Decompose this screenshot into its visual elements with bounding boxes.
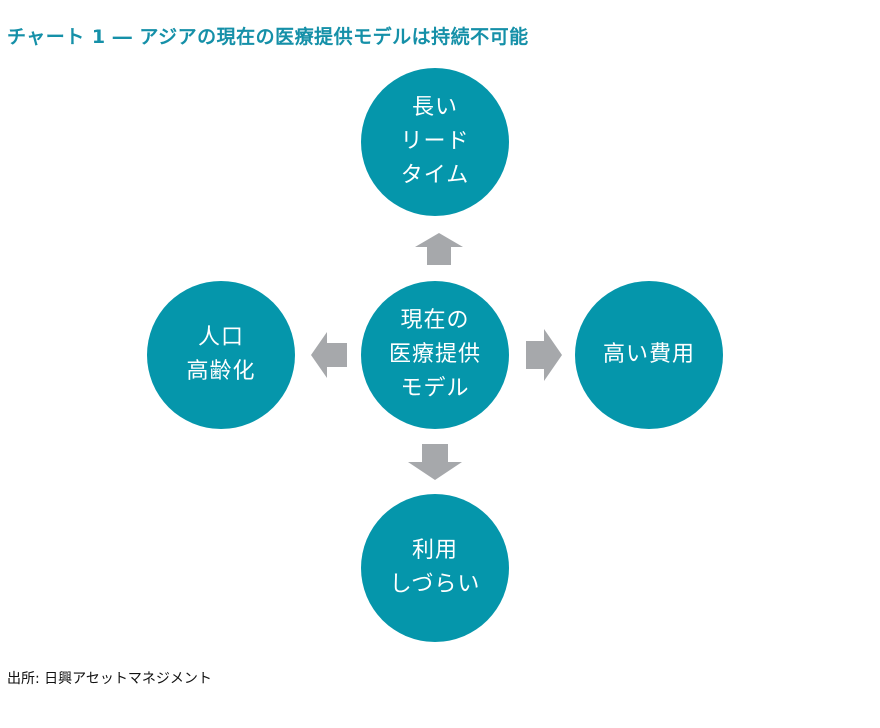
node-label-line: リード: [400, 129, 470, 154]
node-long-lead-time: 長い リード タイム: [361, 68, 509, 216]
node-high-cost: 高い費用: [575, 281, 723, 429]
node-label-line: 高齢化: [186, 359, 256, 384]
arrow-up-icon: [415, 233, 463, 265]
node-label-line: モデル: [400, 376, 470, 401]
source-note: 出所: 日興アセットマネジメント: [7, 671, 212, 687]
node-label-line: タイム: [400, 163, 470, 188]
node-label-line: 高い費用: [602, 342, 695, 367]
arrow-left-icon: [311, 332, 347, 378]
node-label-line: 人口: [197, 325, 244, 350]
node-aging-population: 人口 高齢化: [147, 281, 295, 429]
chart-title: チャート 1 ― アジアの現在の医療提供モデルは持続不可能: [7, 26, 529, 48]
arrow-down-icon: [408, 444, 462, 480]
node-label-line: 現在の: [400, 308, 470, 333]
node-label-line: 長い: [411, 95, 458, 120]
node-current-healthcare-model: 現在の 医療提供 モデル: [361, 281, 509, 429]
node-label-line: しづらい: [389, 572, 481, 597]
arrow-right-icon: [526, 329, 562, 381]
node-label-line: 医療提供: [388, 342, 481, 367]
node-hard-to-access: 利用 しづらい: [361, 494, 509, 642]
node-label-line: 利用: [411, 538, 458, 563]
